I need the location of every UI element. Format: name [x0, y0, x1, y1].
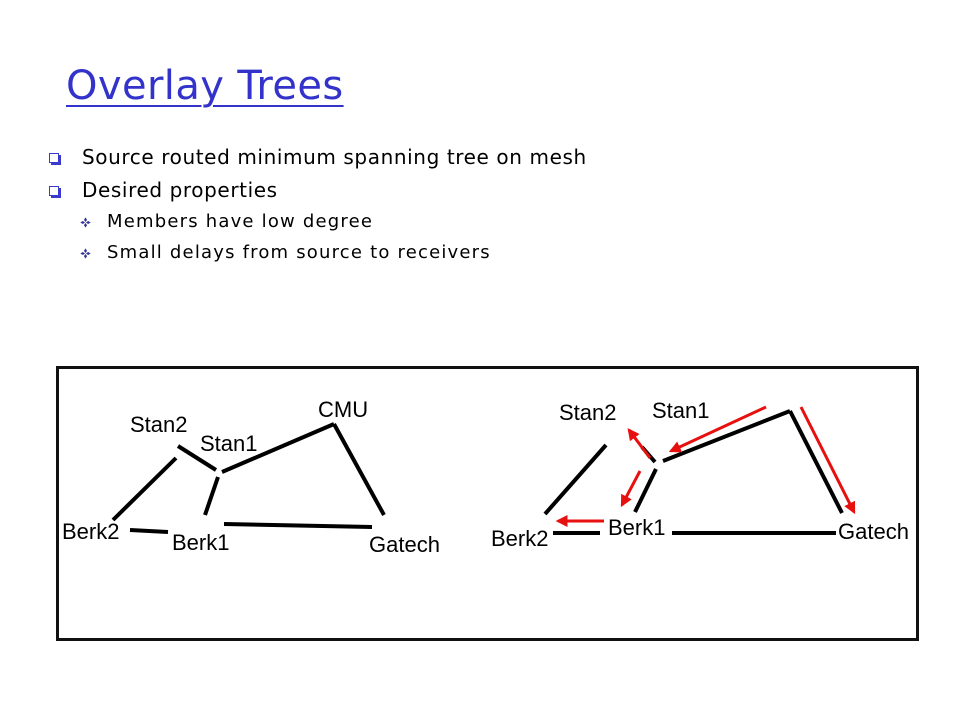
- node-label-stan1: Stan1: [652, 398, 710, 423]
- sub-bullet-item: Members have low degree: [0, 211, 960, 233]
- bullet-item: Desired properties: [0, 178, 960, 202]
- edge-cmu-gatech: [332, 423, 386, 516]
- diagram-frame: [56, 366, 919, 641]
- tree-arrow-cmu-gatech: [799, 406, 856, 515]
- edge-stan1-cmu: [662, 409, 791, 463]
- node-label-gatech: Gatech: [369, 532, 440, 557]
- tree-arrow-cmu-stan1: [668, 405, 767, 453]
- tree-arrow-stan1-berk1: [620, 470, 642, 508]
- mesh-diagram-left: CMU Stan2 Stan1 Berk2 Berk1 Gatech: [62, 397, 440, 557]
- node-label-stan2: Stan2: [559, 400, 617, 425]
- node-label-berk1: Berk1: [172, 530, 229, 555]
- bullet-item: Source routed minimum spanning tree on m…: [0, 145, 960, 169]
- slide-title: Overlay Trees: [66, 63, 344, 109]
- bullet-text: Source routed minimum spanning tree on m…: [82, 145, 587, 169]
- node-label-berk2: Berk2: [62, 519, 119, 544]
- sub-bullet-text: Small delays from source to receivers: [107, 242, 491, 263]
- edge-stan1-berk1: [633, 468, 658, 513]
- sub-bullet-text: Members have low degree: [107, 211, 374, 232]
- node-label-cmu: CMU: [318, 397, 368, 422]
- diamond-bullet-icon: [80, 217, 91, 228]
- sub-bullet-item: Small delays from source to receivers: [0, 242, 960, 264]
- node-label-gatech: Gatech: [838, 519, 909, 544]
- square-bullet-icon: [49, 186, 59, 196]
- edge-stan2-stan1: [176, 444, 218, 472]
- square-bullet-icon: [49, 153, 59, 163]
- tree-diagram-right: Stan2 Stan1 Berk2 Berk1 Gatech: [491, 398, 909, 551]
- node-label-stan2: Stan2: [130, 412, 188, 437]
- diamond-bullet-icon: [80, 248, 91, 259]
- node-label-stan1: Stan1: [200, 431, 258, 456]
- edge-stan1-cmu: [221, 422, 335, 474]
- bullet-text: Desired properties: [82, 178, 278, 202]
- node-label-berk2: Berk2: [491, 526, 548, 551]
- edge-berk2-berk1: [129, 528, 169, 534]
- edge-berk1-gatech: [223, 522, 373, 529]
- tree-arrow-stan1-stan2: [627, 428, 652, 459]
- edge-stan2-berk2: [111, 456, 178, 522]
- edge-stan2-berk2: [543, 443, 608, 516]
- node-label-berk1: Berk1: [608, 515, 665, 540]
- edge-stan1-berk1: [203, 476, 220, 516]
- edge-cmu-gatech: [788, 410, 844, 514]
